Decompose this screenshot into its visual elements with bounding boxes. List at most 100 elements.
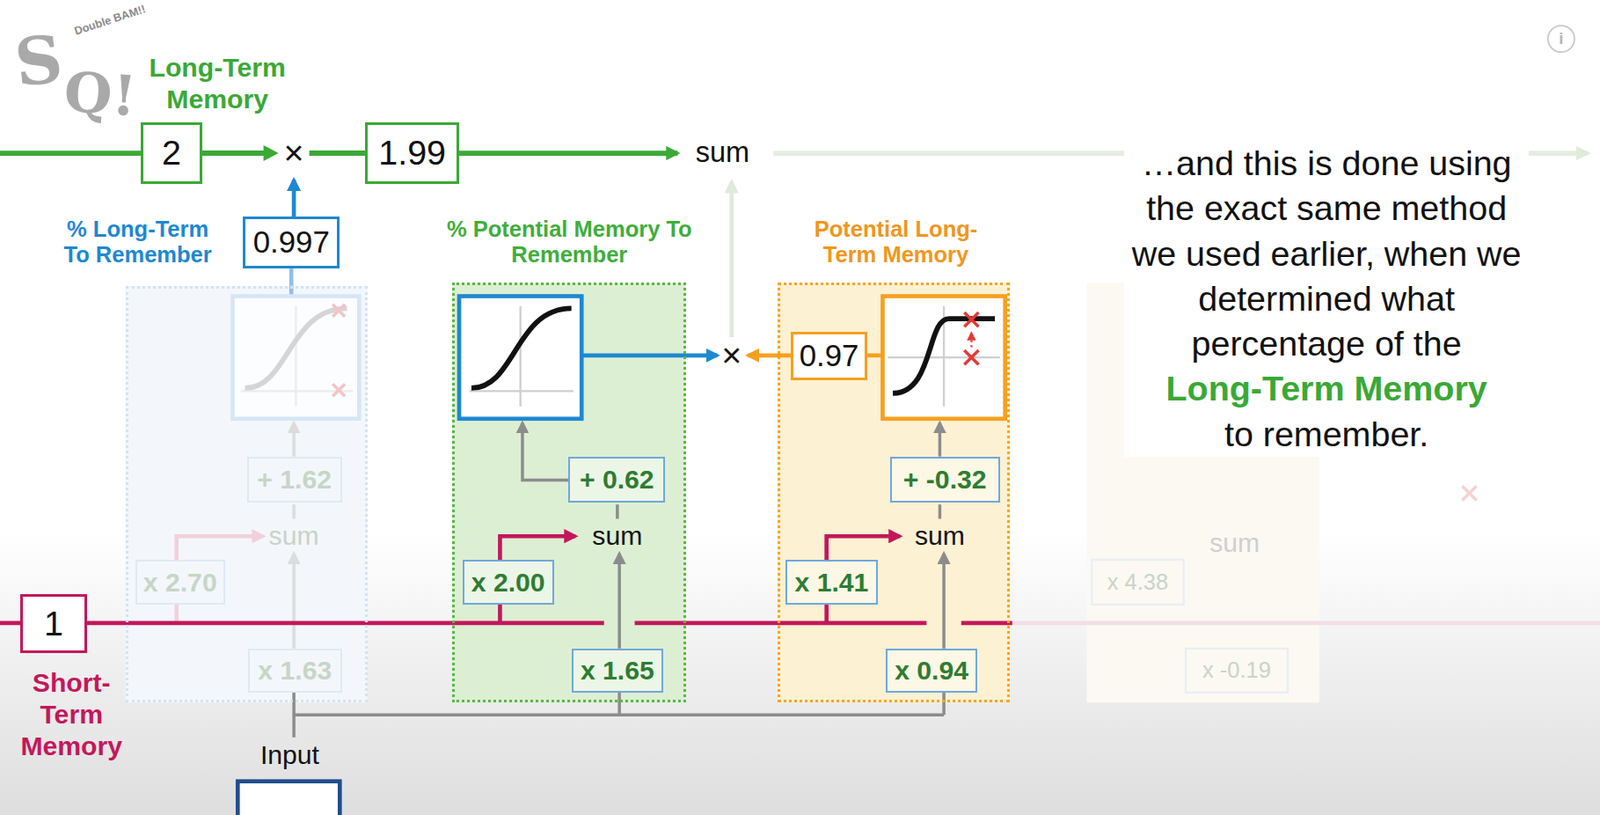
- weight-value: x 0.94: [894, 655, 969, 685]
- candidate-wire: [867, 352, 883, 358]
- faded-short-memory-line: [1012, 621, 1600, 626]
- memory-value-box: 1.99: [365, 122, 460, 184]
- input-label: Input: [260, 740, 320, 770]
- memory-value-box: 2: [140, 122, 203, 184]
- multiply-sign: ×: [284, 133, 305, 172]
- memory-title: Long-Term Memory: [142, 51, 293, 116]
- weight-value: + 0.62: [579, 464, 655, 494]
- memory-value: 0.997: [253, 225, 330, 259]
- sum-label: sum: [269, 520, 320, 550]
- info-icon-letter: i: [1558, 29, 1564, 48]
- gate-arrow: [292, 179, 297, 217]
- weight-value: + -0.32: [903, 464, 987, 494]
- cross-mark: [964, 312, 979, 365]
- memory-line: [459, 150, 678, 156]
- forget-gate-panel: sum + 1.62 x 2.70 x 1.63: [125, 285, 368, 702]
- panel-fill: [125, 285, 368, 702]
- memory-value-box: 1: [20, 593, 87, 653]
- note-highlight: Long-Term Memory: [1124, 365, 1529, 411]
- sum-label: sum: [914, 520, 965, 550]
- faded-box: [1185, 648, 1288, 693]
- faded-wire: [174, 604, 179, 623]
- weight-box: x 1.63: [248, 648, 343, 693]
- short-memory-line: [0, 621, 1013, 626]
- axes: [469, 306, 574, 407]
- faded-weight: x -0.19: [1202, 657, 1272, 682]
- tanh-box: [882, 296, 1005, 419]
- info-icon: [1548, 25, 1575, 52]
- multiply-sign: ×: [721, 336, 742, 374]
- short-memory-arrow: [499, 535, 576, 560]
- gate-title: % Long-Term To Remember: [54, 216, 222, 269]
- bias-box: + -0.32: [890, 456, 1001, 503]
- weight-value: x 2.00: [471, 567, 546, 597]
- gate-output-line: [289, 268, 294, 286]
- short-memory-arrow: [826, 535, 901, 560]
- note-text: …and this is done using the exact same m…: [1124, 140, 1529, 366]
- memory-value: 0.97: [799, 338, 860, 373]
- faded-sigmoid-curve: [244, 307, 347, 388]
- note-text-block: …and this is done using the exact same m…: [1124, 140, 1529, 457]
- faded-weight: x 4.38: [1107, 569, 1169, 594]
- arrow-head: [263, 145, 279, 161]
- memory-value: 1.99: [378, 133, 446, 172]
- logo-letter: S: [11, 22, 66, 100]
- weight-value: x 1.65: [580, 655, 655, 685]
- faded-box: [1091, 559, 1184, 605]
- input-arrow: [942, 553, 945, 649]
- panel-fill: [777, 282, 1010, 702]
- weight-box: x 1.65: [571, 648, 664, 693]
- weight-value: x 2.70: [143, 567, 218, 597]
- faded-cross: [1461, 485, 1476, 500]
- short-memory-wire: [824, 604, 829, 623]
- note-text: to remember.: [1124, 411, 1529, 457]
- memory-value: 1: [43, 604, 64, 643]
- memory-line: [202, 150, 366, 156]
- input-wire: [293, 692, 944, 738]
- faded-arrow: [729, 182, 734, 337]
- tanh-curve: [892, 318, 995, 394]
- sum-label: sum: [695, 137, 750, 169]
- weight-box: x 0.94: [885, 648, 978, 693]
- sum-wire: [938, 504, 942, 519]
- bias-arrow: [522, 422, 569, 480]
- logo-letter: Q!: [61, 60, 139, 126]
- faded-arrow: [292, 422, 295, 456]
- weight-box: x 2.70: [135, 559, 226, 605]
- weight-box: x 1.41: [785, 559, 877, 605]
- memory-value: 2: [161, 133, 182, 172]
- bias-box: + 0.62: [568, 456, 665, 503]
- sigmoid-curve: [471, 307, 572, 388]
- logo-text: Double BAM!!: [73, 2, 147, 37]
- weight-value: x 1.63: [257, 655, 332, 685]
- memory-title: Short- Term Memory: [16, 666, 127, 763]
- faded-arrow: [176, 535, 264, 560]
- candidate-value-box: 0.97: [790, 331, 868, 380]
- faded-arrow: [292, 553, 295, 649]
- candidate-arrow: [747, 352, 791, 358]
- sigmoid-box: [459, 296, 582, 419]
- memory-line: [0, 150, 141, 156]
- candidate-panel: Potential Long-Term Memorysum0.97+ -0.32…: [777, 282, 1010, 702]
- gate-arrow: [581, 352, 717, 358]
- axes: [887, 306, 1001, 407]
- short-memory-wire: [497, 604, 503, 623]
- sum-label: sum: [591, 520, 643, 550]
- dotted-arrow: [970, 332, 972, 347]
- panel-heading: Potential Long-Term Memory: [792, 216, 1000, 269]
- bias-arrow: [938, 422, 942, 456]
- faded-sigmoid-box: [232, 296, 359, 419]
- bias-box: + 1.62: [247, 456, 343, 503]
- input-arrow: [617, 553, 621, 649]
- sum-wire: [615, 504, 619, 519]
- panel-fill: [452, 282, 687, 702]
- weight-value: x 1.41: [795, 567, 870, 597]
- faded-wire: [292, 504, 295, 519]
- panel-heading: % Potential Memory To Remember: [444, 216, 695, 269]
- faded-cross: [332, 304, 345, 396]
- percent-value-box: 0.997: [242, 216, 340, 269]
- input-box: [237, 781, 340, 815]
